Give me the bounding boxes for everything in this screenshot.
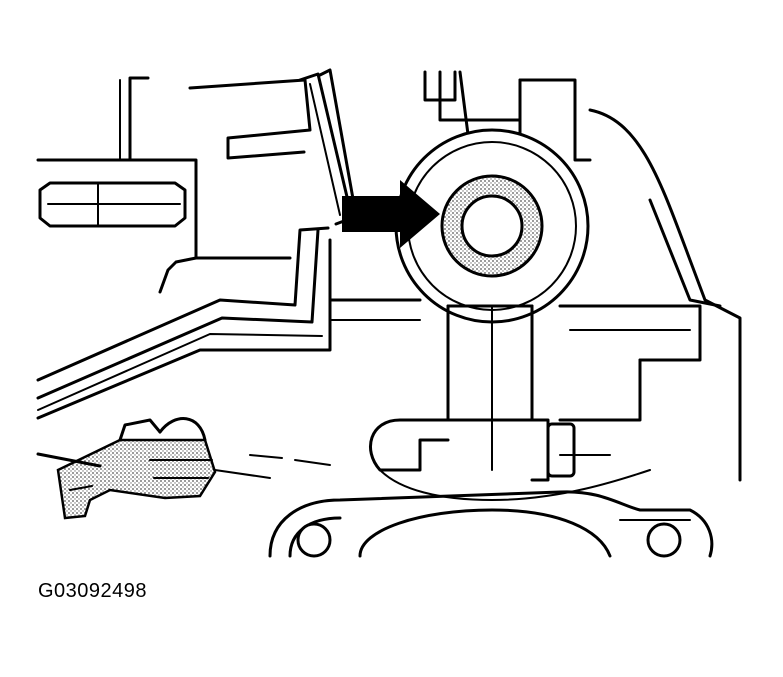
bearing-boss — [394, 128, 590, 471]
cover-plate — [268, 490, 714, 558]
cover-bolt-left — [296, 522, 332, 558]
figure-id-label: G03092498 — [38, 580, 148, 602]
component-illustration — [36, 68, 742, 558]
arrow-pointer-icon — [342, 180, 440, 248]
lower-lever — [369, 418, 651, 501]
wiring-connector — [36, 417, 271, 520]
bracket — [188, 68, 357, 226]
upper-left-housing — [36, 76, 198, 250]
cover-bolt-right — [646, 522, 682, 558]
surface-lines — [249, 454, 331, 466]
shaft-bore — [460, 194, 524, 258]
pipes — [36, 226, 332, 420]
side-bolt — [546, 422, 576, 478]
